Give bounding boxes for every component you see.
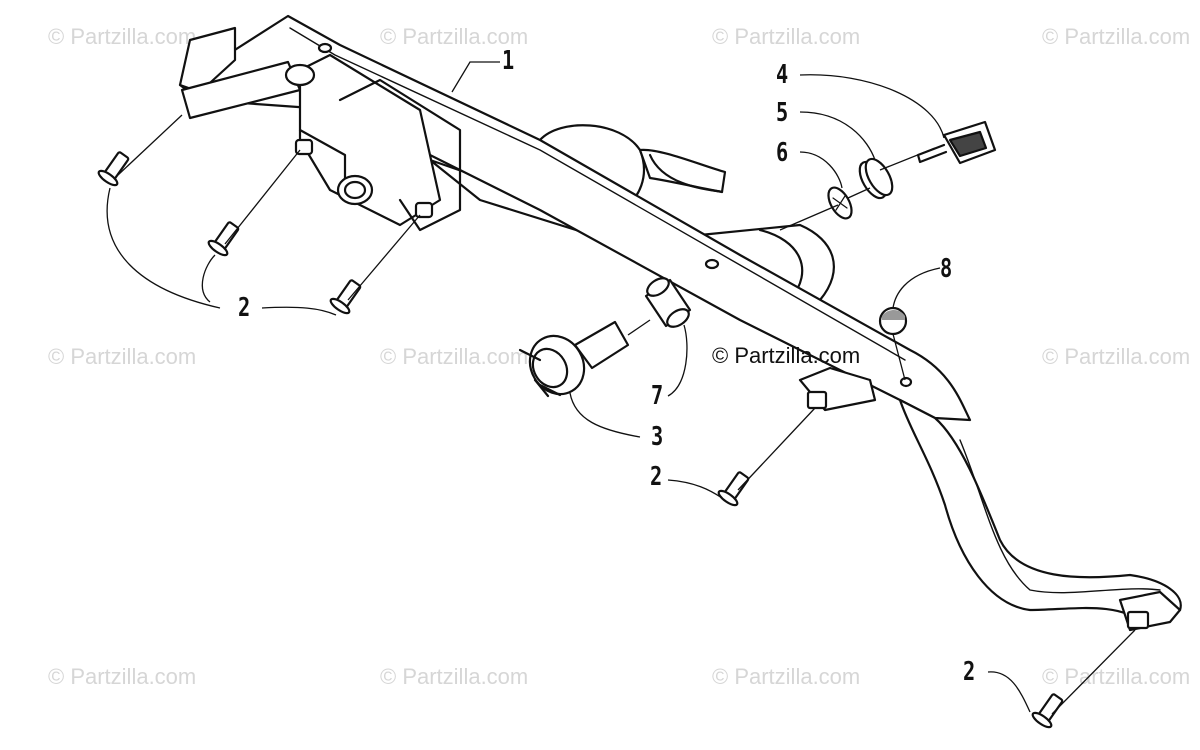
watermark-text: © Partzilla.com <box>1042 24 1191 49</box>
watermark-text: © Partzilla.com <box>712 664 861 689</box>
watermark-text: © Partzilla.com <box>380 24 529 49</box>
watermark-text: © Partzilla.com <box>48 664 197 689</box>
console-panel-part <box>178 14 1182 632</box>
watermark-text: © Partzilla.com <box>1042 664 1191 689</box>
washer-part <box>827 186 853 220</box>
watermark-text: © Partzilla.com <box>712 24 861 49</box>
watermark-text: © Partzilla.com <box>380 344 529 369</box>
callout-8: 8 <box>940 254 953 284</box>
callout-2: 2 <box>650 462 663 492</box>
watermark-text: © Partzilla.com <box>48 24 197 49</box>
callout-6: 6 <box>776 138 789 168</box>
callout-5: 5 <box>776 98 789 128</box>
nut-part <box>858 157 894 200</box>
sleeve-part <box>644 277 692 328</box>
callout-4: 4 <box>776 60 789 90</box>
leader-lines <box>106 61 1136 715</box>
watermark-center: © Partzilla.com <box>712 343 861 368</box>
callout-1: 1 <box>502 46 515 76</box>
watermark-text: © Partzilla.com <box>48 344 197 369</box>
key-part <box>916 120 997 165</box>
plug-part <box>878 306 908 336</box>
callout-2: 2 <box>238 293 251 323</box>
callout-7: 7 <box>651 381 664 411</box>
watermark-text: © Partzilla.com <box>380 664 529 689</box>
screw-part <box>97 151 1064 729</box>
callout-3: 3 <box>651 422 664 452</box>
ignition-switch-part <box>518 320 630 398</box>
callout-2: 2 <box>963 657 976 687</box>
watermark-text: © Partzilla.com <box>1042 344 1191 369</box>
